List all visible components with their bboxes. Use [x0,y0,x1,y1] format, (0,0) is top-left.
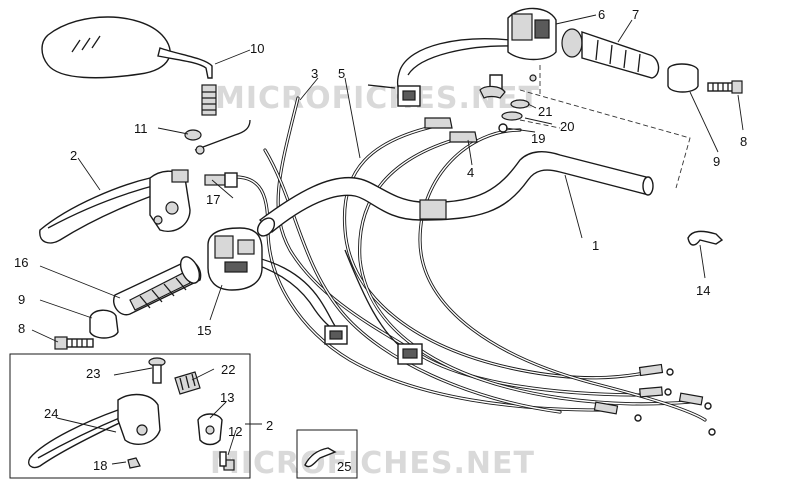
clutch-lever-assembly [39,119,251,244]
leader-lines [31,14,744,465]
left-switch [207,227,263,291]
callout-23: 23 [86,366,100,381]
alignment-lines [519,65,691,189]
callout-7: 7 [632,7,639,22]
callout-24: 24 [44,406,58,421]
callout-8b: 8 [740,134,747,149]
callout-6: 6 [598,7,605,22]
callout-9b: 9 [713,154,720,169]
callout-2b: 2 [266,418,273,433]
callout-1: 1 [592,238,599,253]
callout-21: 21 [538,104,552,119]
clip-25 [304,447,337,468]
callout-4-5: 5 [338,66,345,81]
bar-end-bolt-right [707,80,743,94]
callout-17: 17 [206,192,220,207]
callout-3: 3 [311,66,318,81]
bar-end-weight-right [667,63,699,93]
callout-16: 16 [14,255,28,270]
throttle-housing [507,7,557,61]
callout-22: 22 [221,362,235,377]
callout-15: 15 [197,323,211,338]
callout-19: 19 [531,131,545,146]
inset-clip-box [296,429,358,479]
callout-8a: 8 [18,321,25,336]
callout-2a: 2 [70,148,77,163]
cable-clip [687,230,724,246]
inset-lever-parts [28,357,235,471]
callout-18: 18 [93,458,107,473]
callout-9a: 9 [18,292,25,307]
callout-11: 11 [134,121,148,136]
callout-10: 10 [250,41,264,56]
left-grip [113,256,202,316]
watermark-bottom: MICROFICHES.NET [210,446,535,481]
callout-20: 20 [560,119,574,134]
callout-12: 12 [228,424,242,439]
mirror [41,16,217,116]
callout-labels: 1 2 2 3 5 4 6 7 8 8 9 9 10 11 12 13 14 1… [14,7,747,474]
inset-lever-box [9,353,251,479]
mirror-nut [184,129,202,141]
throttle-grip [561,28,660,79]
bar-end-weight-left [89,309,119,339]
callout-13: 13 [220,390,234,405]
cable-adjuster [204,172,238,188]
handlebar [256,151,654,237]
callout-14: 14 [696,283,710,298]
callout-25: 25 [337,459,351,474]
callout-4: 4 [467,165,474,180]
bar-end-bolt-left [54,336,94,350]
cable-fittings [424,74,537,143]
